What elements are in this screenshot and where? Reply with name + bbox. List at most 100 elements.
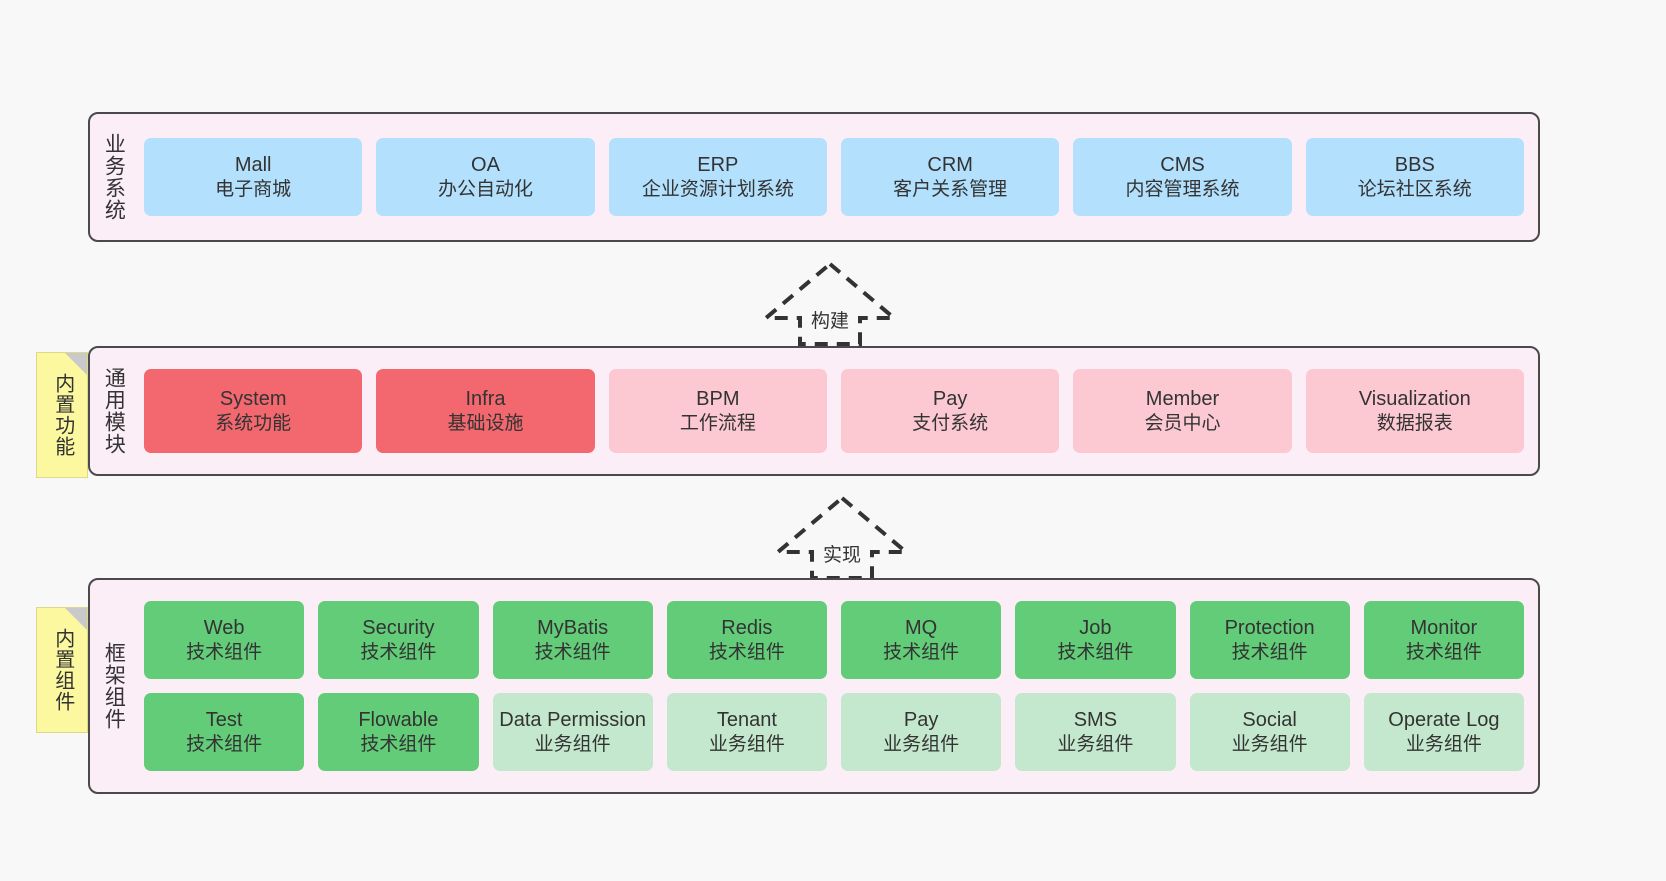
card-data-permission-desc: 业务组件 xyxy=(534,733,611,755)
card-sms[interactable]: SMS 业务组件 xyxy=(1015,693,1176,771)
card-erp-desc: 企业资源计划系统 xyxy=(641,178,794,200)
card-operate-log-desc: 业务组件 xyxy=(1405,733,1482,755)
card-pay-module[interactable]: Pay 支付系统 xyxy=(840,369,1060,453)
card-mybatis-name: MyBatis xyxy=(537,617,609,640)
card-pay-module-name: Pay xyxy=(932,388,968,411)
card-mq-name: MQ xyxy=(905,617,938,640)
card-member-name: Member xyxy=(1145,388,1220,411)
card-operate-log-name: Operate Log xyxy=(1388,709,1500,732)
card-tenant-desc: 业务组件 xyxy=(708,733,785,755)
card-social-desc: 业务组件 xyxy=(1231,733,1308,755)
layer-common-module-cards: System 系统功能 Infra 基础设施 BPM 工作流程 Pay 支付系统… xyxy=(136,348,1538,474)
card-mall[interactable]: Mall 电子商城 xyxy=(144,138,363,216)
layer-framework-component-title: 框架组件 xyxy=(102,642,126,730)
card-flowable[interactable]: Flowable 技术组件 xyxy=(318,693,479,771)
card-security[interactable]: Security 技术组件 xyxy=(318,601,479,679)
card-protection-name: Protection xyxy=(1224,617,1315,640)
card-bpm-name: BPM xyxy=(696,388,740,411)
card-bbs-desc: 论坛社区系统 xyxy=(1357,178,1472,200)
card-mybatis[interactable]: MyBatis 技术组件 xyxy=(492,601,653,679)
card-test-name: Test xyxy=(205,709,243,732)
card-sms-name: SMS xyxy=(1073,709,1118,732)
card-job-desc: 技术组件 xyxy=(1057,641,1134,663)
card-infra-desc: 基础设施 xyxy=(447,412,524,434)
card-mall-name: Mall xyxy=(234,154,272,177)
card-member-desc: 会员中心 xyxy=(1144,412,1221,434)
card-social[interactable]: Social 业务组件 xyxy=(1189,693,1350,771)
card-crm[interactable]: CRM 客户关系管理 xyxy=(840,138,1060,216)
card-social-name: Social xyxy=(1242,709,1297,732)
card-cms[interactable]: CMS 内容管理系统 xyxy=(1073,138,1292,216)
note-builtin-component: 内置组件 xyxy=(36,607,88,733)
card-erp-name: ERP xyxy=(697,154,739,177)
framework-row-1: Web 技术组件 Security 技术组件 MyBatis 技术组件 Redi… xyxy=(144,601,1524,679)
card-mq[interactable]: MQ 技术组件 xyxy=(841,601,1002,679)
card-redis[interactable]: Redis 技术组件 xyxy=(666,601,827,679)
layer-business-system: 业务系统 Mall 电子商城 OA 办公自动化 ERP 企业资源计划系统 CRM… xyxy=(88,112,1540,242)
card-mybatis-desc: 技术组件 xyxy=(534,641,611,663)
layer-business-system-title: 业务系统 xyxy=(102,133,126,221)
card-sms-desc: 业务组件 xyxy=(1057,733,1134,755)
card-security-desc: 技术组件 xyxy=(360,641,437,663)
card-cms-desc: 内容管理系统 xyxy=(1125,178,1240,200)
card-visualization[interactable]: Visualization 数据报表 xyxy=(1305,369,1524,453)
card-pay-module-desc: 支付系统 xyxy=(912,412,989,434)
note-builtin-component-label: 内置组件 xyxy=(51,628,74,712)
card-member[interactable]: Member 会员中心 xyxy=(1073,369,1292,453)
card-protection-desc: 技术组件 xyxy=(1231,641,1308,663)
arrow-build: 构建 xyxy=(760,258,900,346)
card-flowable-desc: 技术组件 xyxy=(360,733,437,755)
card-web-name: Web xyxy=(203,617,245,640)
card-tenant-name: Tenant xyxy=(716,709,777,732)
card-flowable-name: Flowable xyxy=(358,709,439,732)
card-job-name: Job xyxy=(1079,617,1112,640)
card-job[interactable]: Job 技术组件 xyxy=(1015,601,1176,679)
card-bpm-desc: 工作流程 xyxy=(679,412,756,434)
note-builtin-function-label: 内置功能 xyxy=(51,373,74,457)
card-monitor[interactable]: Monitor 技术组件 xyxy=(1363,601,1524,679)
framework-row-2: Test 技术组件 Flowable 技术组件 Data Permission … xyxy=(144,693,1524,771)
card-bbs-name: BBS xyxy=(1394,154,1435,177)
card-cms-name: CMS xyxy=(1160,154,1205,177)
card-monitor-desc: 技术组件 xyxy=(1405,641,1482,663)
card-visualization-desc: 数据报表 xyxy=(1376,412,1453,434)
note-builtin-function: 内置功能 xyxy=(36,352,88,478)
card-erp[interactable]: ERP 企业资源计划系统 xyxy=(608,138,827,216)
card-mq-desc: 技术组件 xyxy=(883,641,960,663)
card-system[interactable]: System 系统功能 xyxy=(144,369,363,453)
card-protection[interactable]: Protection 技术组件 xyxy=(1189,601,1350,679)
card-crm-desc: 客户关系管理 xyxy=(893,178,1008,200)
card-web-desc: 技术组件 xyxy=(186,641,263,663)
card-infra-name: Infra xyxy=(465,388,506,411)
layer-framework-component: 框架组件 Web 技术组件 Security 技术组件 MyBatis 技术组件… xyxy=(88,578,1540,794)
card-monitor-name: Monitor xyxy=(1410,617,1478,640)
card-oa[interactable]: OA 办公自动化 xyxy=(376,138,595,216)
card-crm-name: CRM xyxy=(927,154,973,177)
card-pay-component[interactable]: Pay 业务组件 xyxy=(841,693,1002,771)
card-operate-log[interactable]: Operate Log 业务组件 xyxy=(1363,693,1524,771)
card-bpm[interactable]: BPM 工作流程 xyxy=(608,369,827,453)
arrow-build-label: 构建 xyxy=(807,306,853,333)
card-redis-desc: 技术组件 xyxy=(708,641,785,663)
card-infra[interactable]: Infra 基础设施 xyxy=(376,369,595,453)
card-system-desc: 系统功能 xyxy=(215,412,292,434)
card-bbs[interactable]: BBS 论坛社区系统 xyxy=(1305,138,1524,216)
card-oa-name: OA xyxy=(471,154,500,177)
arrow-build-shape xyxy=(760,261,900,346)
card-test[interactable]: Test 技术组件 xyxy=(144,693,305,771)
arrow-implement: 实现 xyxy=(772,492,912,580)
card-redis-name: Redis xyxy=(721,617,773,640)
card-tenant[interactable]: Tenant 业务组件 xyxy=(666,693,827,771)
card-pay-component-desc: 业务组件 xyxy=(883,733,960,755)
arrow-implement-shape xyxy=(772,495,912,580)
layer-business-system-cards: Mall 电子商城 OA 办公自动化 ERP 企业资源计划系统 CRM 客户关系… xyxy=(136,114,1538,240)
card-web[interactable]: Web 技术组件 xyxy=(144,601,305,679)
card-oa-desc: 办公自动化 xyxy=(437,178,533,200)
card-security-name: Security xyxy=(362,617,435,640)
layer-framework-component-cards: Web 技术组件 Security 技术组件 MyBatis 技术组件 Redi… xyxy=(136,580,1538,792)
card-data-permission-name: Data Permission xyxy=(499,709,646,732)
layer-common-module-title: 通用模块 xyxy=(102,367,126,455)
card-pay-component-name: Pay xyxy=(903,709,939,732)
card-data-permission[interactable]: Data Permission 业务组件 xyxy=(492,693,653,771)
